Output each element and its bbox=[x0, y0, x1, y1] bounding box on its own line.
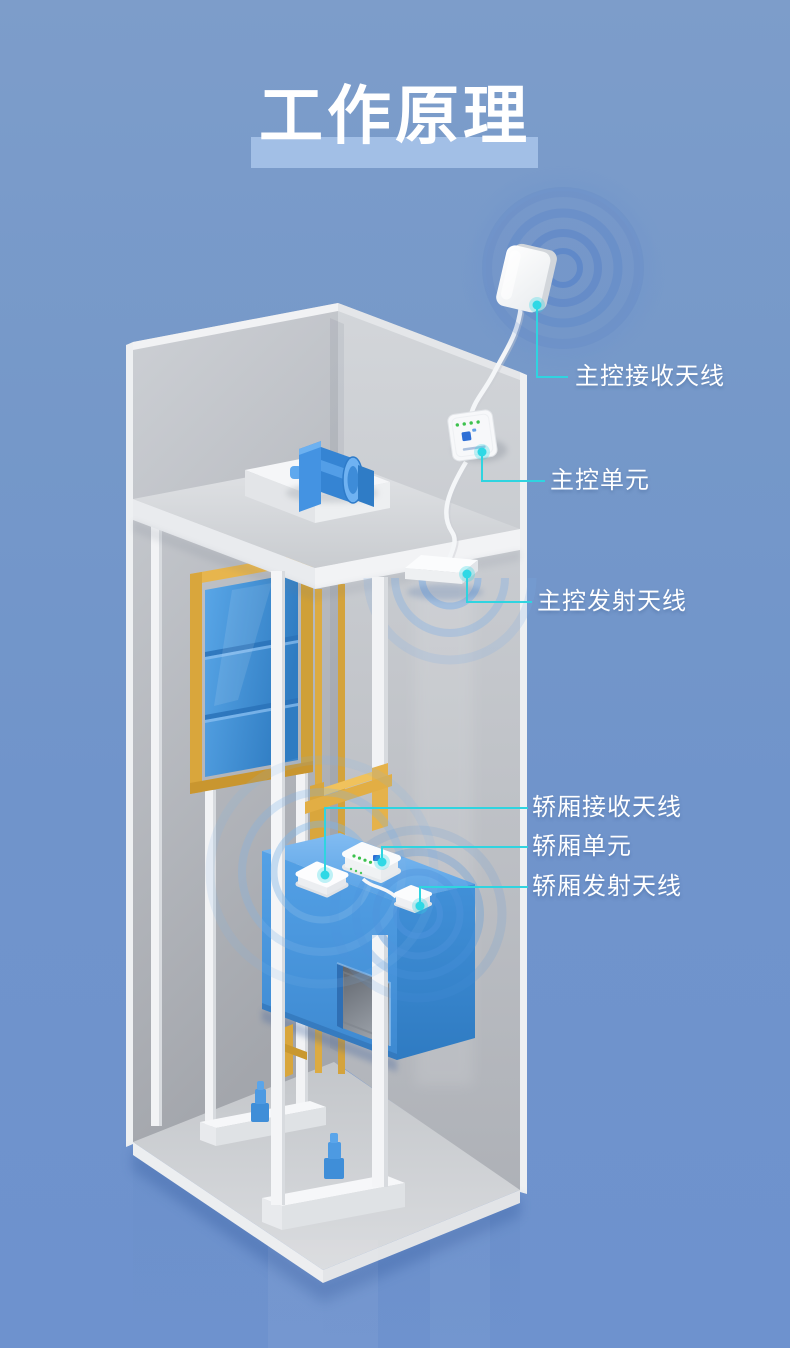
main-receiving-antenna-device bbox=[471, 176, 655, 360]
label-car-unit: 轿厢单元 bbox=[532, 833, 632, 860]
label-car-receiving-antenna: 轿厢接收天线 bbox=[532, 794, 682, 821]
label-car-transmitting-antenna: 轿厢发射天线 bbox=[532, 873, 682, 900]
counterweight-buffer bbox=[251, 1081, 269, 1122]
label-main-transmitting-antenna: 主控发射天线 bbox=[537, 588, 687, 615]
traction-machine bbox=[286, 441, 378, 512]
car-guide-rail-left bbox=[271, 571, 285, 1205]
car-guide-rail-right-upper bbox=[372, 577, 388, 802]
car-unit-device bbox=[342, 842, 401, 883]
page-title: 工作原理 bbox=[259, 80, 531, 152]
car-tx-cable bbox=[361, 877, 398, 899]
car-receiving-antenna-device bbox=[295, 861, 349, 898]
title-highlight-bar bbox=[251, 137, 538, 168]
leader-dots bbox=[317, 297, 545, 914]
leader-lines bbox=[324, 305, 568, 906]
car-crosshead-frame bbox=[305, 763, 392, 848]
car-buffer bbox=[324, 1133, 344, 1179]
pit-floor bbox=[133, 1062, 520, 1348]
label-main-receiving-antenna: 主控接收天线 bbox=[575, 363, 725, 390]
car-buffer-base bbox=[262, 1133, 405, 1230]
car-guide-rail-right-lower bbox=[372, 935, 388, 1187]
wifi-ripples-car-tx-icon bbox=[329, 825, 507, 1003]
elevator-car bbox=[262, 833, 475, 1078]
label-main-control-unit: 主控单元 bbox=[550, 467, 650, 494]
car-toe-guard bbox=[283, 1024, 307, 1078]
